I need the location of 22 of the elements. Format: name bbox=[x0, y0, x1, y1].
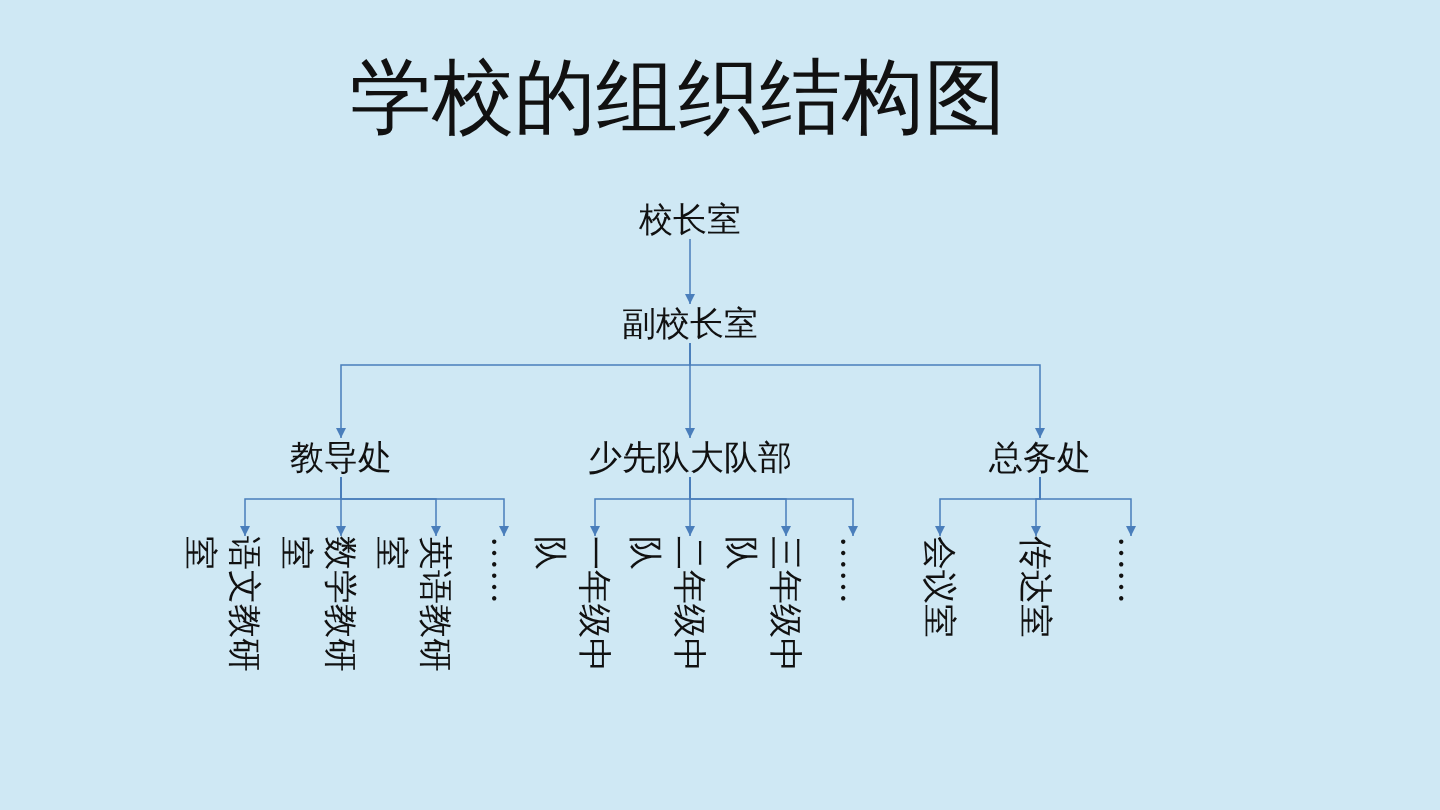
office-label: 一年级中队 bbox=[528, 536, 618, 678]
ellipsis-label: …… bbox=[830, 536, 876, 646]
office-label: 英语教研室 bbox=[369, 536, 459, 678]
department-label: 总务处 bbox=[989, 438, 1091, 478]
ellipsis-label: …… bbox=[481, 536, 527, 646]
title: 学校的组织结构图 bbox=[350, 52, 1006, 143]
department-label: 教导处 bbox=[290, 438, 392, 478]
office-label: 三年级中队 bbox=[719, 536, 809, 678]
office-label: 传达室 bbox=[1013, 536, 1059, 678]
arrow bbox=[685, 238, 695, 305]
department-label: 副校长室 bbox=[622, 304, 758, 344]
arrow bbox=[1039, 476, 1136, 537]
ellipsis-label: …… bbox=[1108, 536, 1154, 646]
arrow bbox=[689, 476, 858, 537]
office-label: 会议室 bbox=[917, 536, 963, 678]
office-label: 二年级中队 bbox=[623, 536, 713, 678]
department-label: 校长室 bbox=[639, 200, 741, 240]
arrow bbox=[340, 476, 509, 537]
office-label: 语文教研室 bbox=[178, 536, 268, 678]
arrow bbox=[689, 342, 1045, 439]
office-label: 数学教研室 bbox=[274, 536, 364, 678]
department-label: 少先队大队部 bbox=[588, 438, 792, 478]
